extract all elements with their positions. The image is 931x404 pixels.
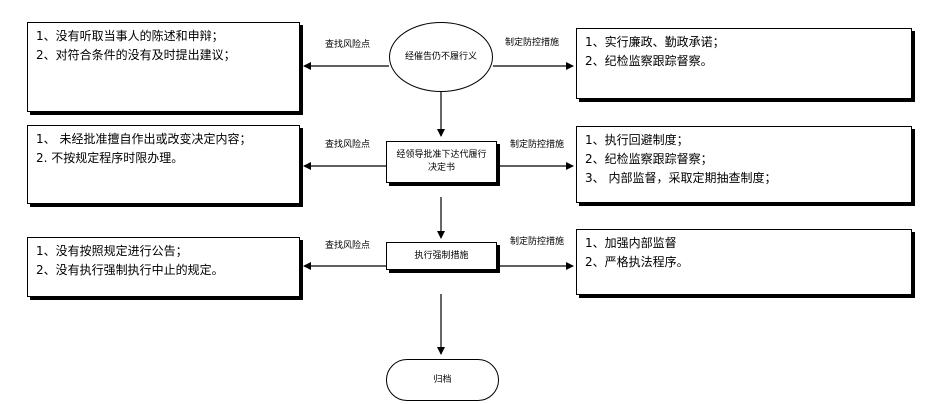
risk-box-3: 1、没有按照规定进行公告； 2、没有执行强制执行中止的规定。 bbox=[27, 237, 300, 297]
risk-box-1: 1、没有听取当事人的陈述和申辩； 2、对符合条件的没有及时提出建议； bbox=[27, 22, 300, 112]
measure-box-1: 1、实行廉政、勤政承诺； 2、纪检监察跟踪督察。 bbox=[576, 28, 912, 99]
node-start: 经催告仍不履行义 bbox=[389, 22, 493, 92]
risk-1-line-2: 2、对符合条件的没有及时提出建议； bbox=[36, 48, 236, 62]
measure-2-line-1: 1、执行回避制度； bbox=[585, 133, 689, 147]
node-end: 归档 bbox=[386, 359, 499, 401]
measure-box-3: 1、加强内部监督 2、严格执法程序。 bbox=[576, 229, 912, 295]
measure-2-line-3: 3、 内部监督，采取定期抽查制度； bbox=[585, 171, 777, 185]
risk-1-line-1: 1、没有听取当事人的陈述和申辩； bbox=[36, 29, 224, 43]
risk-3-line-1: 1、没有按照规定进行公告； bbox=[36, 244, 188, 258]
risk-box-2: 1、 未经批准擅自作出或改变决定内容； 2. 不按规定程序时限办理。 bbox=[27, 125, 300, 204]
node-step3: 执行强制措施 bbox=[386, 242, 497, 270]
edge-label-risk-2: 查找风险点 bbox=[325, 140, 371, 150]
edge-label-measure-2: 制定防控措施 bbox=[510, 140, 565, 150]
edge-label-measure-3: 制定防控措施 bbox=[510, 237, 565, 247]
node-step3-label: 执行强制措施 bbox=[414, 250, 469, 261]
edge-label-risk-3: 查找风险点 bbox=[325, 241, 371, 251]
risk-2-line-1: 1、 未经批准擅自作出或改变决定内容； bbox=[36, 132, 252, 146]
measure-3-line-1: 1、加强内部监督 bbox=[585, 236, 677, 250]
node-end-label: 归档 bbox=[433, 374, 452, 385]
node-step2-label: 经领导批准下达代履行决定书 bbox=[396, 150, 487, 173]
edge-label-risk-1: 查找风险点 bbox=[325, 40, 371, 50]
measure-2-line-2: 2、纪检监察跟踪督察； bbox=[585, 152, 713, 166]
risk-2-line-2: 2. 不按规定程序时限办理。 bbox=[36, 151, 184, 165]
node-start-label: 经催告仍不履行义 bbox=[404, 51, 477, 62]
measure-3-line-2: 2、严格执法程序。 bbox=[585, 255, 689, 269]
node-step2: 经领导批准下达代履行决定书 bbox=[386, 141, 497, 183]
measure-1-line-2: 2、纪检监察跟踪督察。 bbox=[585, 54, 713, 68]
measure-1-line-1: 1、实行廉政、勤政承诺； bbox=[585, 35, 725, 49]
edge-label-measure-1: 制定防控措施 bbox=[505, 38, 560, 48]
measure-box-2: 1、执行回避制度； 2、纪检监察跟踪督察； 3、 内部监督，采取定期抽查制度； bbox=[576, 126, 912, 203]
risk-3-line-2: 2、没有执行强制执行中止的规定。 bbox=[36, 263, 224, 277]
